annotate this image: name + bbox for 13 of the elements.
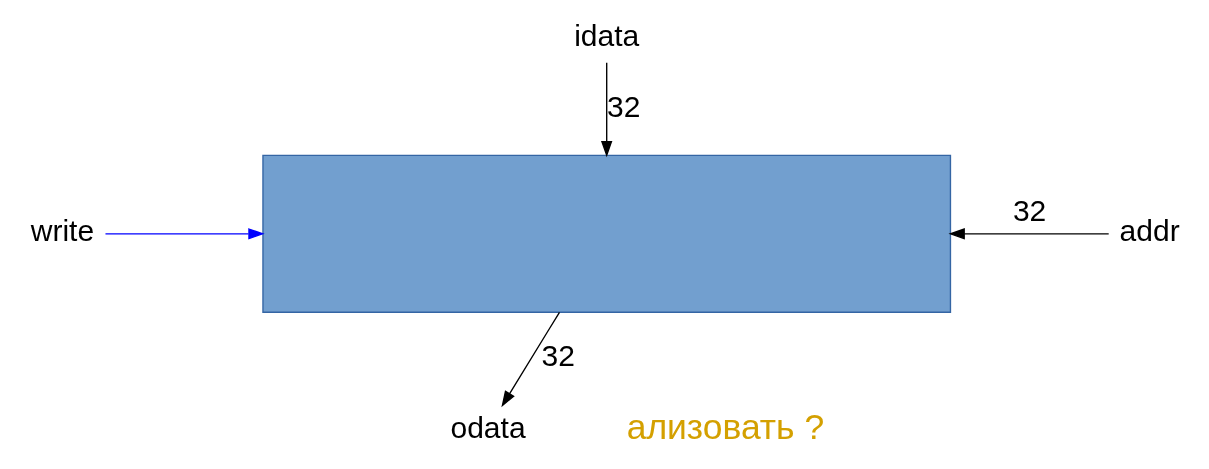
arrow [600,62,612,158]
arrow [500,311,560,408]
edge-label: 32 [1012,194,1046,227]
node-text: write [30,214,94,248]
arrow [104,228,265,240]
label: ализовать ? [626,406,824,447]
edge-label: 32 [541,339,575,373]
edge-label: 32 [606,89,640,123]
node-text: odata [449,410,526,444]
arrow [948,228,1109,240]
node-text: addr [1119,214,1180,248]
node-text: idata [573,18,639,52]
node-box [261,154,951,313]
